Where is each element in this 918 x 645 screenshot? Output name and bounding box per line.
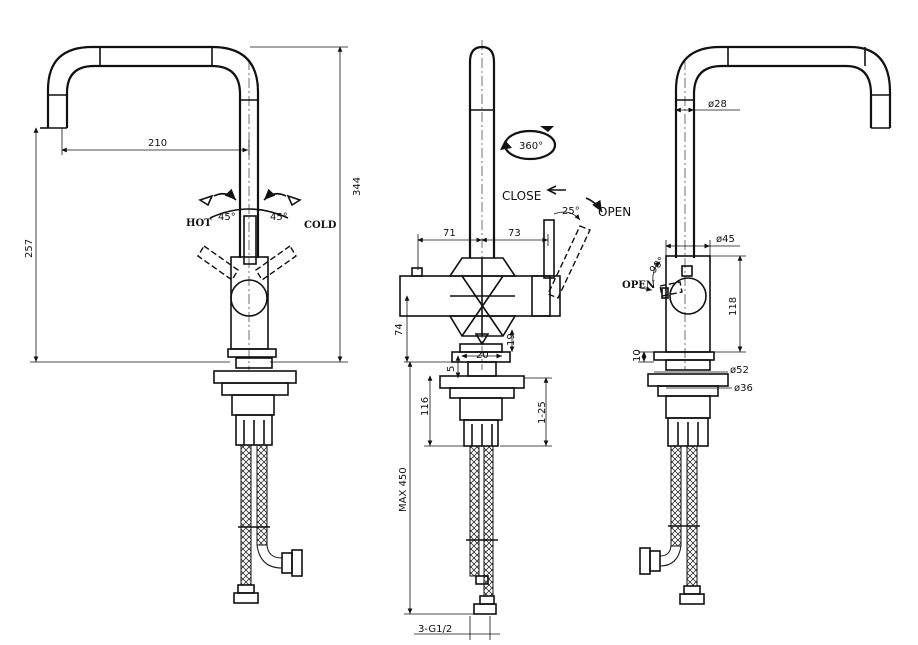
dim-right-body-height: 118 [728, 297, 739, 316]
dim-base-height: 19 [506, 333, 517, 346]
right-view: ø28 ø45 118 10 ø52 ø36 OPEN 90° [622, 45, 892, 605]
left-view: 210 344 257 HOT COLD 45° 45° [24, 45, 363, 604]
dim-hose-length: MAX 450 [398, 467, 409, 512]
left-hoses [233, 444, 303, 604]
center-dimensions: 71 73 74 20 19 5 116 1-25 MAX 450 [394, 185, 631, 640]
right-dimensions: ø28 ø45 118 10 ø52 ø36 OPEN 90° [622, 99, 753, 394]
rotation-label: 360° [519, 141, 543, 152]
angle-right: 45° [270, 212, 288, 223]
right-hoses [639, 445, 705, 605]
dim-shank-diameter: ø36 [734, 383, 753, 394]
angle-open: 90° [648, 255, 668, 276]
center-base [439, 343, 525, 447]
dim-right-body: 73 [508, 228, 521, 239]
dim-connection: 3-G1/2 [418, 624, 452, 635]
center-hoses [466, 445, 498, 615]
right-spout [674, 45, 892, 370]
angle-lever: 25° [562, 206, 580, 217]
left-dimensions: 210 344 257 HOT COLD 45° 45° [24, 46, 363, 363]
angle-left: 45° [218, 212, 236, 223]
dim-left-body: 71 [443, 228, 456, 239]
dim-body-diameter: ø45 [716, 234, 735, 245]
dim-base-diameter: ø52 [730, 365, 749, 376]
dim-shank: 116 [420, 397, 431, 416]
label-hot: HOT [186, 218, 212, 229]
dim-spout-diameter: ø28 [708, 99, 727, 110]
dim-total-height: 344 [352, 177, 363, 196]
label-cold: COLD [304, 220, 337, 231]
rotation-indicator: 360° [500, 126, 557, 161]
dim-spout-height: 257 [24, 239, 35, 258]
dim-small: 5 [446, 366, 457, 372]
label-open-center: OPEN [598, 205, 631, 219]
dim-spout-reach: 210 [148, 138, 167, 149]
label-open-right: OPEN [622, 280, 655, 291]
label-close: CLOSE [502, 189, 541, 203]
right-body [647, 255, 729, 447]
dim-base-thickness: 10 [632, 349, 643, 362]
left-body [213, 256, 297, 446]
center-view: 360° [394, 40, 631, 640]
dim-clamp-range: 1-25 [537, 401, 548, 424]
dim-base-width: 20 [476, 350, 489, 361]
dim-body-height: 74 [394, 323, 405, 336]
center-body [399, 219, 591, 346]
left-spout [40, 45, 260, 370]
